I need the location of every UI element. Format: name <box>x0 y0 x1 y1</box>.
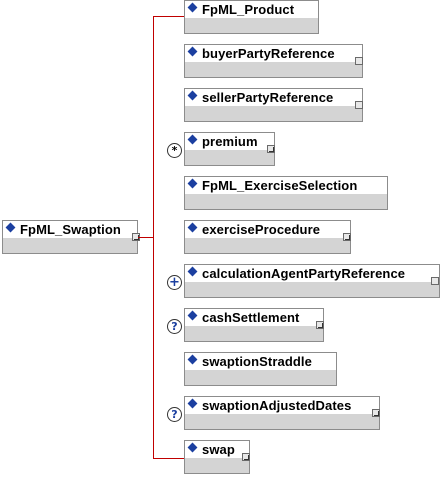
child-node-exercise-procedure[interactable]: exerciseProcedure <box>184 220 351 254</box>
child-node-label: swaptionAdjustedDates <box>202 398 352 413</box>
expand-box-icon[interactable] <box>355 101 363 109</box>
optional-indicator-icon: ? <box>167 407 182 422</box>
child-node-fpml-exercise-selection[interactable]: FpML_ExerciseSelection <box>184 176 388 210</box>
child-node-calculation-agent-party-reference[interactable]: calculationAgentPartyReference <box>184 264 440 298</box>
expand-box-icon[interactable] <box>355 57 363 65</box>
child-node-label: calculationAgentPartyReference <box>202 266 406 281</box>
connector-last <box>153 458 184 459</box>
expand-box-icon[interactable] <box>431 277 439 285</box>
child-node-fpml-product[interactable]: FpML_Product <box>184 0 319 34</box>
optional-indicator-icon: ? <box>167 319 182 334</box>
root-node[interactable]: FpML_Swaption <box>2 220 140 254</box>
child-node-swap[interactable]: swap <box>184 440 250 474</box>
child-node-label: premium <box>202 134 258 149</box>
child-node-seller-party-reference[interactable]: sellerPartyReference <box>184 88 363 122</box>
child-node-swaption-adjusted-dates[interactable]: swaptionAdjustedDates <box>184 396 380 430</box>
zero-or-more-indicator-icon: * <box>167 143 182 158</box>
connector-trunk <box>153 16 154 458</box>
child-node-label: FpML_ExerciseSelection <box>202 178 358 193</box>
child-node-label: exerciseProcedure <box>202 222 321 237</box>
child-node-label: cashSettlement <box>202 310 300 325</box>
child-node-label: swap <box>202 442 235 457</box>
collapse-toggle-icon[interactable] <box>372 409 380 417</box>
child-node-label: buyerPartyReference <box>202 46 335 61</box>
connector-root <box>138 237 154 238</box>
child-node-label: FpML_Product <box>202 2 295 17</box>
connector-first <box>153 16 184 17</box>
collapse-toggle-icon[interactable] <box>267 145 275 153</box>
child-node-premium[interactable]: premium <box>184 132 275 166</box>
root-node-label: FpML_Swaption <box>20 222 121 237</box>
child-node-cash-settlement[interactable]: cashSettlement <box>184 308 324 342</box>
collapse-toggle-icon[interactable] <box>343 233 351 241</box>
child-node-buyer-party-reference[interactable]: buyerPartyReference <box>184 44 363 78</box>
collapse-toggle-icon[interactable] <box>242 453 250 461</box>
one-or-more-indicator-icon: + <box>167 275 182 290</box>
child-node-label: swaptionStraddle <box>202 354 312 369</box>
child-node-swaption-straddle[interactable]: swaptionStraddle <box>184 352 337 386</box>
child-node-label: sellerPartyReference <box>202 90 334 105</box>
collapse-toggle-icon[interactable] <box>316 321 324 329</box>
